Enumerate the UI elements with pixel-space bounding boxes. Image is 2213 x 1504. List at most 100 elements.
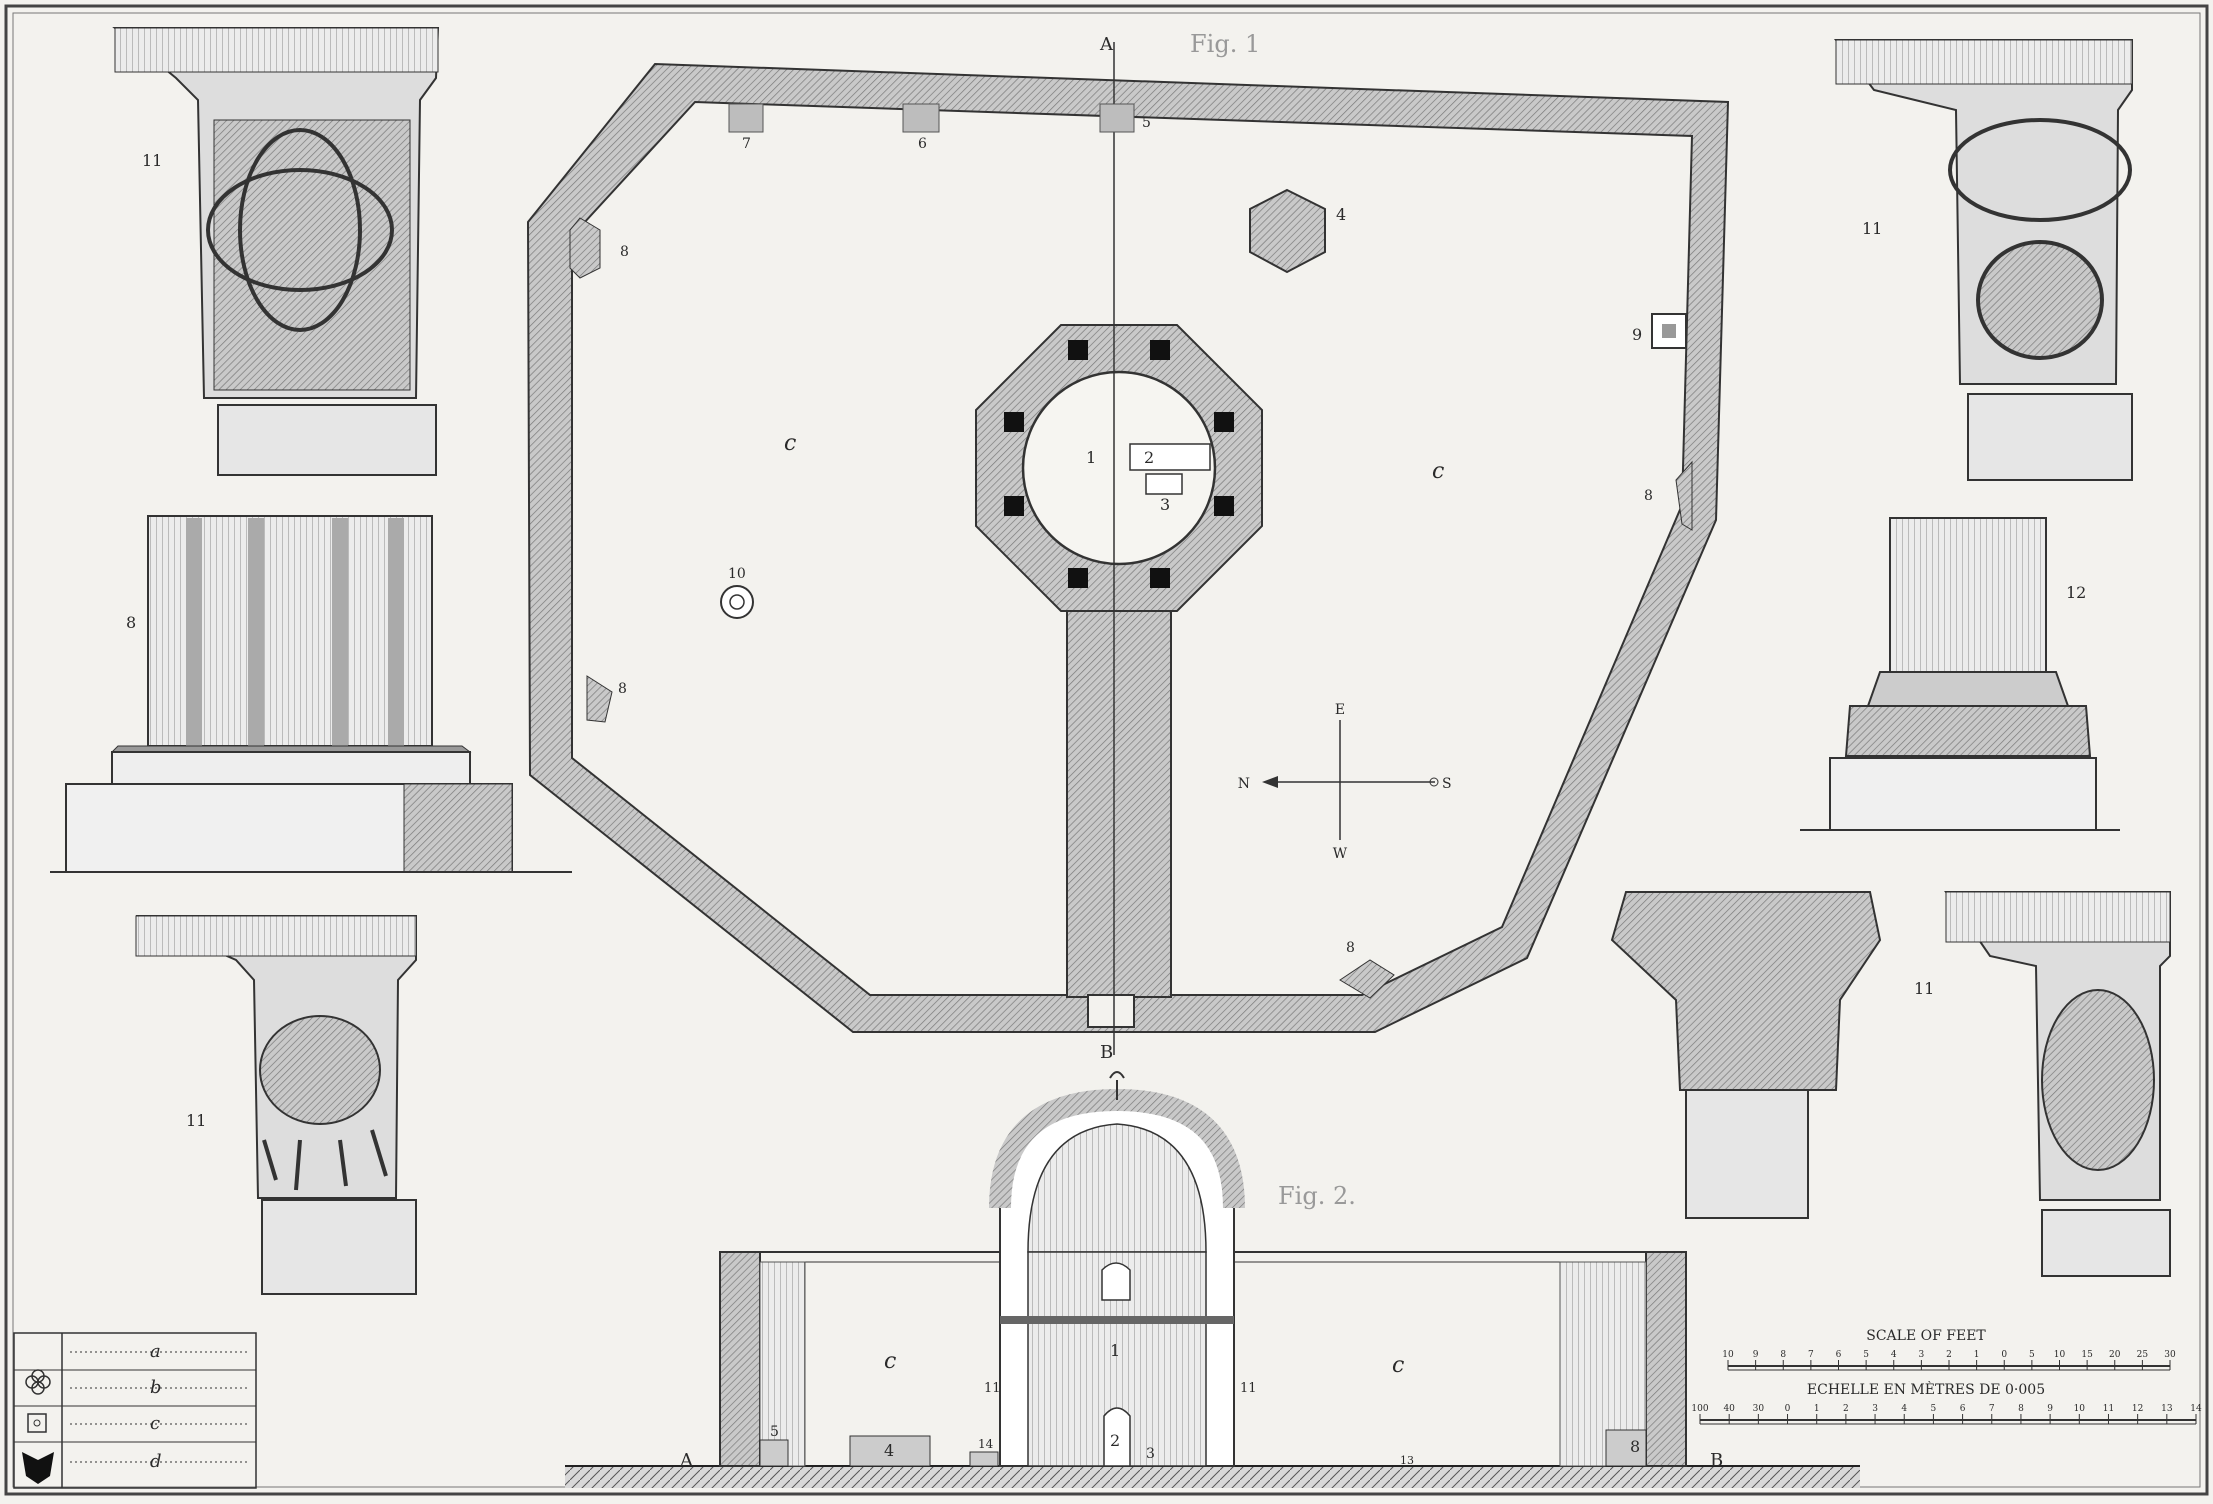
cave-entrance xyxy=(1145,473,1183,495)
rock-slab xyxy=(1129,443,1211,471)
section-label-8: 8 xyxy=(1630,1437,1640,1456)
mihrab-8-sw xyxy=(586,675,613,723)
niche-6 xyxy=(902,103,940,133)
scale-metres-tick-label: 12 xyxy=(2132,1404,2143,1414)
scale-feet-tick-label: 2 xyxy=(1946,1350,1952,1360)
section-label-2: 2 xyxy=(1110,1431,1120,1450)
capital-top-right-drawing xyxy=(1833,39,2133,481)
niche-5 xyxy=(1099,103,1135,133)
section-label-3: 3 xyxy=(1146,1446,1155,1462)
column-base-left-drawing xyxy=(50,515,572,873)
central-walkway xyxy=(1066,589,1172,998)
scale-metres-tick-label: 0 xyxy=(1785,1404,1791,1414)
plan-label-8-nw: 8 xyxy=(620,244,629,260)
compass-rose xyxy=(1262,720,1439,840)
section-court-west: c xyxy=(884,1349,896,1374)
plan-label-3: 3 xyxy=(1160,495,1170,514)
capital-acanthus-drawing xyxy=(1944,891,2171,1277)
legend-letter-b: b xyxy=(150,1377,162,1398)
cave-door xyxy=(1103,1407,1131,1467)
niche-7 xyxy=(728,103,764,133)
plan-court-west: c xyxy=(784,431,796,456)
scale-feet-title: SCALE OF FEET xyxy=(1866,1328,1986,1344)
plan-label-6: 6 xyxy=(918,136,927,152)
quatrefoil-icon xyxy=(25,1369,51,1395)
plan-label-8-sw: 8 xyxy=(618,681,627,697)
legend-letter-c: c xyxy=(150,1413,160,1434)
capital-top-left-drawing xyxy=(112,27,440,476)
detail-label-capital-pair-right: 11 xyxy=(1914,979,1934,998)
capital-griffin-drawing xyxy=(135,915,417,1295)
scale-feet-tick-label: 8 xyxy=(1780,1350,1786,1360)
section-marker-a: A xyxy=(679,1450,694,1471)
section-feature-8 xyxy=(1605,1429,1647,1467)
scale-metres-tick-label: 100 xyxy=(1691,1404,1708,1414)
section-feature-4 xyxy=(849,1435,931,1467)
section-marker-a-plan: A xyxy=(1099,34,1114,55)
well-10 xyxy=(720,585,754,619)
legend-letter-a: a xyxy=(150,1341,161,1362)
ground-line xyxy=(565,1466,1860,1488)
scale-feet-tick-label: 15 xyxy=(2081,1350,2093,1360)
detail-label-base-left: 8 xyxy=(126,613,136,632)
section-feature-5 xyxy=(759,1439,789,1467)
scale-feet-tick-label: 0 xyxy=(2001,1350,2007,1360)
scale-metres-tick-label: 9 xyxy=(2047,1404,2053,1414)
section-label-11-right: 11 xyxy=(1240,1381,1257,1396)
column-right-drawing xyxy=(1800,517,2120,831)
fig2-caption: Fig. 2. xyxy=(1278,1182,1356,1210)
dome-interior xyxy=(1027,1123,1207,1253)
well-10-mouth xyxy=(729,594,745,610)
compass-arrow xyxy=(1262,776,1278,788)
scale-metres-tick-label: 1 xyxy=(1814,1404,1820,1414)
scale-feet-tick-label: 6 xyxy=(1836,1350,1842,1360)
solid-pier-icon xyxy=(22,1452,54,1484)
fig1-caption: Fig. 1 xyxy=(1190,30,1260,58)
hexagonal-dome-4 xyxy=(1249,188,1326,274)
section-label-11-left: 11 xyxy=(984,1381,1001,1396)
fig1-plan: E W N S Fig. 1 A B 1 2 3 4 5 6 7 8 8 8 8… xyxy=(526,30,1730,1063)
enclosure-wall xyxy=(526,62,1730,1033)
plan-label-1: 1 xyxy=(1086,448,1096,467)
detail-label-capital-griffin: 11 xyxy=(186,1111,206,1130)
plan-label-8-se: 8 xyxy=(1346,940,1355,956)
compass-north: N xyxy=(1238,776,1250,792)
scale-metres-tick-label: 4 xyxy=(1901,1404,1907,1414)
section-label-5: 5 xyxy=(770,1424,779,1440)
compass-west: W xyxy=(1333,846,1348,862)
scale-metres-tick-label: 40 xyxy=(1723,1404,1735,1414)
plate-border xyxy=(4,4,2209,1496)
capital-corinthian-drawing xyxy=(1610,891,1882,1219)
compass-east: E xyxy=(1335,702,1345,718)
compass-south: S xyxy=(1442,776,1452,792)
arcade-left xyxy=(759,1261,806,1467)
plan-court-east: c xyxy=(1432,459,1444,484)
fig2-section: Fig. 2. 1 2 3 4 5 8 11 11 13 xyxy=(565,1071,1860,1488)
scale-feet-tick-label: 4 xyxy=(1891,1350,1897,1360)
section-court-east: c xyxy=(1392,1353,1404,1378)
scale-metres-tick-label: 30 xyxy=(1753,1404,1765,1414)
square-pier-icon xyxy=(27,1413,47,1433)
plan-label-5: 5 xyxy=(1142,115,1151,131)
scale-metres-tick-label: 11 xyxy=(2103,1404,2114,1414)
section-label-1: 1 xyxy=(1110,1341,1120,1360)
plan-label-10: 10 xyxy=(728,566,746,582)
scale-metres-tick-label: 10 xyxy=(2074,1404,2086,1414)
section-marker-b-plan: B xyxy=(1100,1042,1113,1063)
section-label-14: 14 xyxy=(978,1437,994,1451)
scale-feet-tick-label: 20 xyxy=(2109,1350,2121,1360)
plan-label-2: 2 xyxy=(1144,448,1154,467)
fountain-9-basin xyxy=(1662,324,1676,338)
scale-feet-tick-label: 10 xyxy=(2054,1350,2066,1360)
scale-metres-tick-label: 2 xyxy=(1843,1404,1849,1414)
plan-label-9: 9 xyxy=(1632,325,1642,344)
gate-opening xyxy=(1087,994,1135,1028)
scale-metres-tick-label: 3 xyxy=(1872,1404,1878,1414)
dome-window xyxy=(1101,1262,1131,1301)
section-feature-14 xyxy=(969,1451,999,1467)
scale-feet-tick-label: 1 xyxy=(1974,1350,1980,1360)
detail-label-capital-top-left: 11 xyxy=(142,151,162,170)
